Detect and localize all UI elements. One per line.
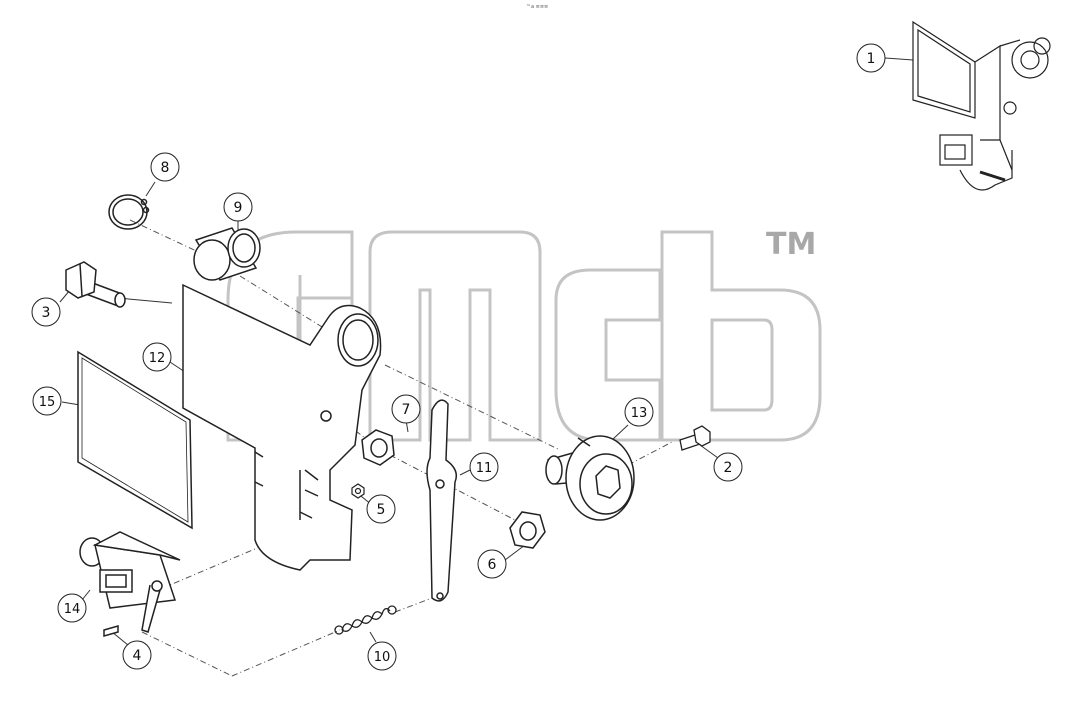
svg-text:10: 10 bbox=[374, 650, 391, 665]
svg-text:3: 3 bbox=[42, 305, 51, 321]
callout-7: 7 bbox=[391, 394, 421, 424]
callout-9: 9 bbox=[223, 192, 253, 222]
part-11-lever bbox=[426, 399, 458, 602]
svg-text:15: 15 bbox=[39, 395, 56, 410]
svg-text:4: 4 bbox=[133, 648, 142, 664]
callout-15: 15 bbox=[32, 386, 62, 416]
svg-text:8: 8 bbox=[161, 160, 170, 176]
callout-2: 2 bbox=[713, 452, 743, 482]
callout-12: 12 bbox=[142, 342, 172, 372]
callout-1: 1 bbox=[856, 43, 886, 73]
svg-text:14: 14 bbox=[64, 602, 81, 617]
part-3-bolt bbox=[65, 261, 126, 308]
part-9-bushing bbox=[193, 227, 261, 281]
part-15-plate bbox=[77, 350, 193, 530]
svg-text:13: 13 bbox=[631, 406, 648, 421]
svg-text:1: 1 bbox=[867, 51, 876, 67]
callout-14: 14 bbox=[57, 593, 87, 623]
header-tiny-text: ™a ≡≡≡ bbox=[526, 4, 549, 10]
part-5-small-nut bbox=[351, 483, 365, 499]
part-7-nut bbox=[361, 429, 395, 466]
callout-5: 5 bbox=[366, 494, 396, 524]
callout-11: 11 bbox=[469, 452, 499, 482]
svg-text:11: 11 bbox=[476, 461, 493, 476]
part-14-switch bbox=[79, 531, 181, 637]
svg-text:2: 2 bbox=[724, 460, 733, 476]
callouts: 1 2 3 4 5 6 7 8 9 10 11 12 13 14 15 bbox=[31, 43, 886, 671]
callout-8: 8 bbox=[150, 152, 180, 182]
part-8-circlip bbox=[108, 194, 150, 230]
part-1-assembly bbox=[912, 20, 1051, 191]
callout-10: 10 bbox=[367, 641, 397, 671]
callout-6: 6 bbox=[477, 549, 507, 579]
part-12-bracket bbox=[182, 283, 382, 571]
trademark-text: TM bbox=[766, 227, 816, 262]
part-10-spring bbox=[334, 605, 397, 635]
svg-text:5: 5 bbox=[377, 502, 386, 518]
part-13-knob bbox=[545, 435, 635, 521]
svg-text:7: 7 bbox=[402, 402, 411, 418]
svg-text:12: 12 bbox=[149, 351, 166, 366]
svg-text:6: 6 bbox=[488, 557, 497, 573]
callout-4: 4 bbox=[122, 640, 152, 670]
part-6-nut bbox=[509, 511, 546, 549]
part-2-small-bolt bbox=[679, 425, 711, 451]
callout-13: 13 bbox=[624, 397, 654, 427]
callout-3: 3 bbox=[31, 297, 61, 327]
svg-text:9: 9 bbox=[234, 200, 243, 216]
